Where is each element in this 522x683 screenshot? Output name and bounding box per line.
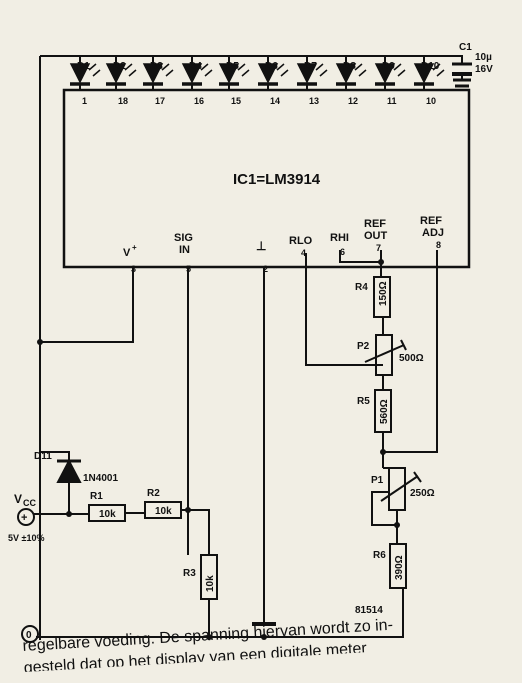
rhi-wire	[339, 250, 381, 263]
led-d4: D4 16	[181, 56, 213, 106]
led-pin-number: 10	[426, 96, 436, 106]
led-d5: D5 15	[218, 56, 250, 106]
pin-4-number: 4	[301, 248, 306, 258]
led-pin-number: 18	[118, 96, 128, 106]
led-d9: D9 11	[374, 56, 406, 106]
r2-value: 10k	[155, 506, 172, 517]
pin-6-number: 6	[340, 247, 345, 257]
c1-voltage: 16V	[475, 64, 493, 75]
r4-value: 150Ω	[378, 281, 389, 306]
led-ref-label: D4	[189, 61, 202, 72]
pin-sig-label1: SIG	[174, 232, 193, 244]
pin-7-number: 7	[376, 243, 381, 253]
p1-value: 250Ω	[410, 488, 435, 499]
led-pin-number: 14	[270, 96, 280, 106]
led-pin-number: 17	[155, 96, 165, 106]
top-bus-wire	[40, 55, 463, 62]
led-pin-number: 16	[194, 96, 204, 106]
led-pin-number: 1	[82, 96, 87, 106]
led-ref-label: D9	[382, 61, 395, 72]
wiring	[36, 250, 438, 640]
potentiometer-p1: P1 250Ω	[371, 467, 435, 544]
ground-rail	[36, 588, 404, 638]
r5-ref: R5	[357, 396, 370, 407]
r1-value: 10k	[99, 509, 116, 520]
r6-value: 390Ω	[394, 555, 405, 580]
r3-value: 10k	[205, 575, 216, 592]
pin-2-number: 2	[263, 264, 268, 274]
vcc-sub: CC	[23, 498, 36, 508]
pin-gnd-label: ⊥	[256, 239, 266, 253]
r4-ref: R4	[355, 282, 368, 293]
capacitor-c1: C1 10µ 16V	[452, 42, 493, 88]
d11-ref: D11	[34, 451, 52, 462]
resistor-r4: 150Ω R4	[355, 276, 391, 335]
led-ref-label: D7	[304, 61, 317, 72]
led-d2: D2 18	[105, 56, 137, 106]
ic1-body	[62, 88, 471, 269]
r3-ref: R3	[183, 568, 196, 579]
potentiometer-p2: P2 500Ω	[357, 334, 424, 390]
rlo-wire	[305, 253, 383, 366]
vcc-label: V	[14, 492, 22, 506]
vplus-wire	[40, 267, 134, 343]
diode-d11: D11 1N4001	[34, 451, 118, 512]
led-d6: D6 14	[257, 56, 289, 106]
input-network: + V CC 5V ±10% 10k R1 10k R2	[8, 488, 191, 543]
svg-text:+: +	[21, 512, 27, 524]
r5-value: 560Ω	[379, 399, 390, 424]
resistor-r6: 390Ω R6	[373, 543, 407, 589]
ic1-label: IC1=LM3914	[233, 171, 321, 188]
pin-refout-label2: OUT	[364, 230, 388, 242]
pin-refadj-label2: ADJ	[422, 227, 444, 239]
led-ref-label: D3	[150, 61, 163, 72]
led-pin-number: 15	[231, 96, 241, 106]
led-ref-label: D1	[77, 61, 90, 72]
pin-sig-label2: IN	[179, 244, 190, 256]
ground-terminal-label: 0	[26, 630, 32, 641]
vcc-terminal	[17, 508, 35, 526]
pin-rhi-label: RHI	[330, 232, 349, 244]
led-pin-number: 13	[309, 96, 319, 106]
p2-ref: P2	[357, 341, 370, 352]
p2-value: 500Ω	[399, 353, 424, 364]
c1-value: 10µ	[475, 52, 492, 63]
r2-ref: R2	[147, 488, 160, 499]
led-pin-number: 11	[387, 96, 397, 106]
r6-ref: R6	[373, 550, 386, 561]
led-d10: D10 10	[413, 56, 445, 106]
ic-pin-labels: V + 3 SIG IN 5 ⊥ 2 RLO 4 RHI 6 REF OUT 7…	[123, 215, 444, 274]
vcc-spec: 5V ±10%	[8, 533, 44, 543]
p1-ref: P1	[371, 475, 384, 486]
d11-part: 1N4001	[83, 473, 118, 484]
pin-rlo-label: RLO	[289, 235, 313, 247]
led-ref-label: D8	[343, 61, 356, 72]
led-pin-number: 12	[348, 96, 358, 106]
led-ref-label: D5	[226, 61, 239, 72]
pin-8-number: 8	[436, 240, 441, 250]
pin-refadj-label1: REF	[420, 215, 442, 227]
pin-vplus-sup: +	[132, 243, 137, 252]
figure-code: 81514	[355, 605, 383, 616]
led-array: D1 1 D2 18 D3 17 D4 16 D5 15 D6 14 D7 13 D8 12 D9 11 D10 10	[69, 56, 445, 106]
c1-ref: C1	[459, 42, 472, 53]
r1-ref: R1	[90, 491, 103, 502]
ground-symbol	[252, 617, 276, 626]
led-ref-label: D10	[421, 61, 440, 72]
resistor-r3: 10k R3	[183, 509, 218, 640]
led-d7: D7 13	[296, 56, 328, 106]
led-d3: D3 17	[142, 56, 174, 106]
resistor-r5: 560Ω R5	[357, 389, 392, 468]
led-ref-label: D6	[265, 61, 278, 72]
led-ref-label: D2	[113, 61, 126, 72]
led-d8: D8 12	[335, 56, 367, 106]
led-d1: D1 1	[69, 56, 101, 106]
ground-terminal: 0	[21, 625, 39, 643]
refadj-wire	[383, 250, 438, 453]
pin-refout-label1: REF	[364, 218, 386, 230]
pin-vplus-label: V	[123, 247, 131, 259]
